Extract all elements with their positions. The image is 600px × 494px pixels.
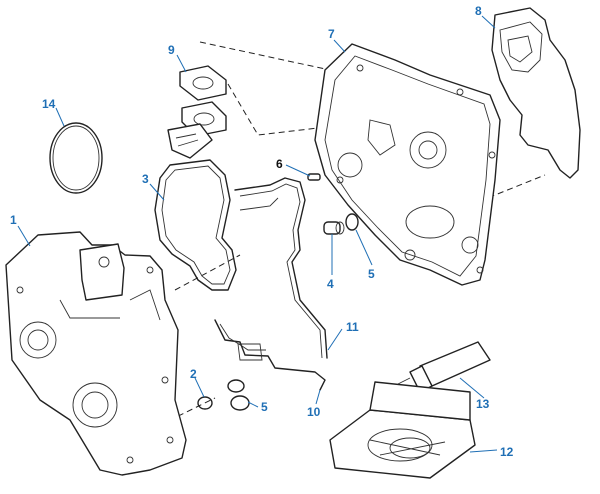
callout-6: 6 <box>276 157 283 171</box>
bolt-part <box>307 173 321 181</box>
o-ring-inner <box>52 125 100 191</box>
callout-11: 11 <box>346 320 359 334</box>
gasket-kit-box-part <box>329 381 476 479</box>
callout-8: 8 <box>475 4 482 18</box>
callout-12: 12 <box>500 445 514 459</box>
gasket-10-part <box>214 319 326 391</box>
callout-13: 13 <box>476 397 490 411</box>
gasket-3-part <box>154 159 237 291</box>
callout-1: 1 <box>10 213 17 227</box>
callout-14: 14 <box>42 97 56 111</box>
callout-3: 3 <box>142 172 149 186</box>
seal-lower-b-part <box>230 395 250 411</box>
callout-5-upper: 5 <box>368 267 375 281</box>
seal-lower-a-part <box>227 379 245 393</box>
sealant-tube-part <box>397 341 491 393</box>
gasket-11-part <box>234 177 328 359</box>
cover-plate-part <box>314 43 501 286</box>
leader-lines <box>17 15 498 453</box>
small-o-ring-part <box>197 396 213 410</box>
callout-9: 9 <box>168 43 175 57</box>
callout-10: 10 <box>307 405 321 419</box>
callout-4: 4 <box>327 277 334 291</box>
callout-2: 2 <box>190 367 197 381</box>
housing-part <box>167 65 227 159</box>
o-ring-part <box>49 122 103 194</box>
callout-5-lower: 5 <box>261 400 268 414</box>
gasket-3-inner <box>161 165 231 285</box>
fitting-part <box>323 221 345 235</box>
gasket-8-part <box>491 7 581 179</box>
seal-upper-part <box>345 213 359 231</box>
front-cover-part <box>5 231 187 476</box>
callout-labels: 1 2 3 4 5 5 6 7 8 9 10 11 12 13 14 <box>10 4 514 459</box>
callout-7: 7 <box>328 27 335 41</box>
